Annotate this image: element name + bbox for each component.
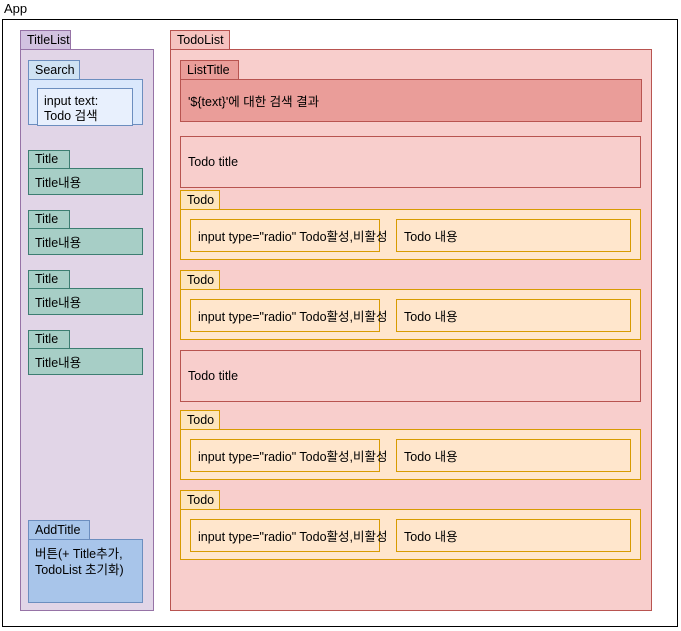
todo-item-1-content-label: Todo 내용	[404, 230, 458, 244]
title-item-4[interactable]: Title Title내용	[28, 330, 143, 375]
title-item-4-tab-label: Title	[35, 332, 59, 347]
search-input[interactable]: input text: Todo 검색	[37, 88, 133, 126]
search-input-text: input text: Todo 검색	[44, 94, 99, 123]
titlelist-tab[interactable]: TitleList	[20, 30, 71, 50]
todo-title-heading-1: Todo title	[180, 136, 641, 188]
todo-item-1-radio[interactable]: input type="radio" Todo활성,비활성	[190, 219, 388, 252]
todo-title-heading-1-label: Todo title	[188, 155, 239, 169]
title-item-3-content: Title내용	[35, 296, 82, 310]
title-item-1-body: Title내용	[28, 168, 143, 195]
title-item-2-content: Title내용	[35, 236, 82, 250]
title-item-3-tab-label: Title	[35, 272, 59, 287]
title-item-4-tab[interactable]: Title	[28, 330, 70, 349]
todo-item-4-content-label: Todo 내용	[404, 530, 458, 544]
todo-item-4-content[interactable]: Todo 내용	[396, 519, 631, 552]
todo-title-heading-2: Todo title	[180, 350, 641, 402]
todo-item-1-radio-label: input type="radio" Todo활성,비활성	[198, 230, 388, 244]
addtitle-button-label: 버튼(+ Title추가, TodoList 초기화)	[35, 547, 124, 577]
todo-item-4-tab[interactable]: Todo	[180, 490, 220, 510]
addtitle-tab-label: AddTitle	[35, 522, 81, 537]
title-item-2[interactable]: Title Title내용	[28, 210, 143, 255]
listtitle-tab[interactable]: ListTitle	[180, 60, 239, 80]
titlelist-package[interactable]: TitleList	[20, 30, 154, 611]
todo-item-1-tab[interactable]: Todo	[180, 190, 220, 210]
todo-item-1-tab-label: Todo	[187, 192, 215, 207]
title-item-2-tab[interactable]: Title	[28, 210, 70, 229]
todo-item-1-content[interactable]: Todo 내용	[396, 219, 631, 252]
todo-item-4-radio[interactable]: input type="radio" Todo활성,비활성	[190, 519, 388, 552]
title-item-4-content: Title내용	[35, 356, 82, 370]
search-tab-label: Search	[35, 62, 75, 77]
todolist-tab[interactable]: TodoList	[170, 30, 230, 50]
search-tab[interactable]: Search	[28, 60, 80, 80]
todolist-tab-label: TodoList	[177, 32, 224, 47]
todo-item-2-content[interactable]: Todo 내용	[396, 299, 631, 332]
todo-item-3-radio[interactable]: input type="radio" Todo활성,비활성	[190, 439, 388, 472]
title-item-1[interactable]: Title Title내용	[28, 150, 143, 195]
title-item-1-tab-label: Title	[35, 152, 59, 167]
todo-item-4-tab-label: Todo	[187, 492, 215, 507]
todo-item-3-radio-label: input type="radio" Todo활성,비활성	[198, 450, 388, 464]
listtitle-package[interactable]: ListTitle '${text}'에 대한 검색 결과	[180, 60, 642, 122]
todo-item-2-tab[interactable]: Todo	[180, 270, 220, 290]
title-item-3-body: Title내용	[28, 288, 143, 315]
titlelist-tab-label: TitleList	[27, 32, 70, 47]
addtitle-tab[interactable]: AddTitle	[28, 520, 90, 540]
todo-item-3-tab[interactable]: Todo	[180, 410, 220, 430]
title-item-4-body: Title내용	[28, 348, 143, 375]
addtitle-package[interactable]: AddTitle 버튼(+ Title추가, TodoList 초기화)	[28, 520, 143, 603]
listtitle-tab-label: ListTitle	[187, 62, 230, 77]
todo-item-3-content[interactable]: Todo 내용	[396, 439, 631, 472]
title-item-3[interactable]: Title Title내용	[28, 270, 143, 315]
listtitle-body: '${text}'에 대한 검색 결과	[180, 79, 642, 122]
app-label: App	[4, 1, 28, 16]
title-item-2-body: Title내용	[28, 228, 143, 255]
todo-item-2-tab-label: Todo	[187, 272, 215, 287]
title-item-1-content: Title내용	[35, 176, 82, 190]
listtitle-text: '${text}'에 대한 검색 결과	[188, 95, 320, 109]
todo-item-2-radio[interactable]: input type="radio" Todo활성,비활성	[190, 299, 388, 332]
todo-item-3-content-label: Todo 내용	[404, 450, 458, 464]
title-item-3-tab[interactable]: Title	[28, 270, 70, 289]
todo-item-4-radio-label: input type="radio" Todo활성,비활성	[198, 530, 388, 544]
todo-item-2-content-label: Todo 내용	[404, 310, 458, 324]
title-item-1-tab[interactable]: Title	[28, 150, 70, 169]
addtitle-button[interactable]: 버튼(+ Title추가, TodoList 초기화)	[28, 539, 143, 603]
todo-title-heading-2-label: Todo title	[188, 369, 239, 383]
todo-item-2-radio-label: input type="radio" Todo활성,비활성	[198, 310, 388, 324]
title-item-2-tab-label: Title	[35, 212, 59, 227]
todo-item-3-tab-label: Todo	[187, 412, 215, 427]
